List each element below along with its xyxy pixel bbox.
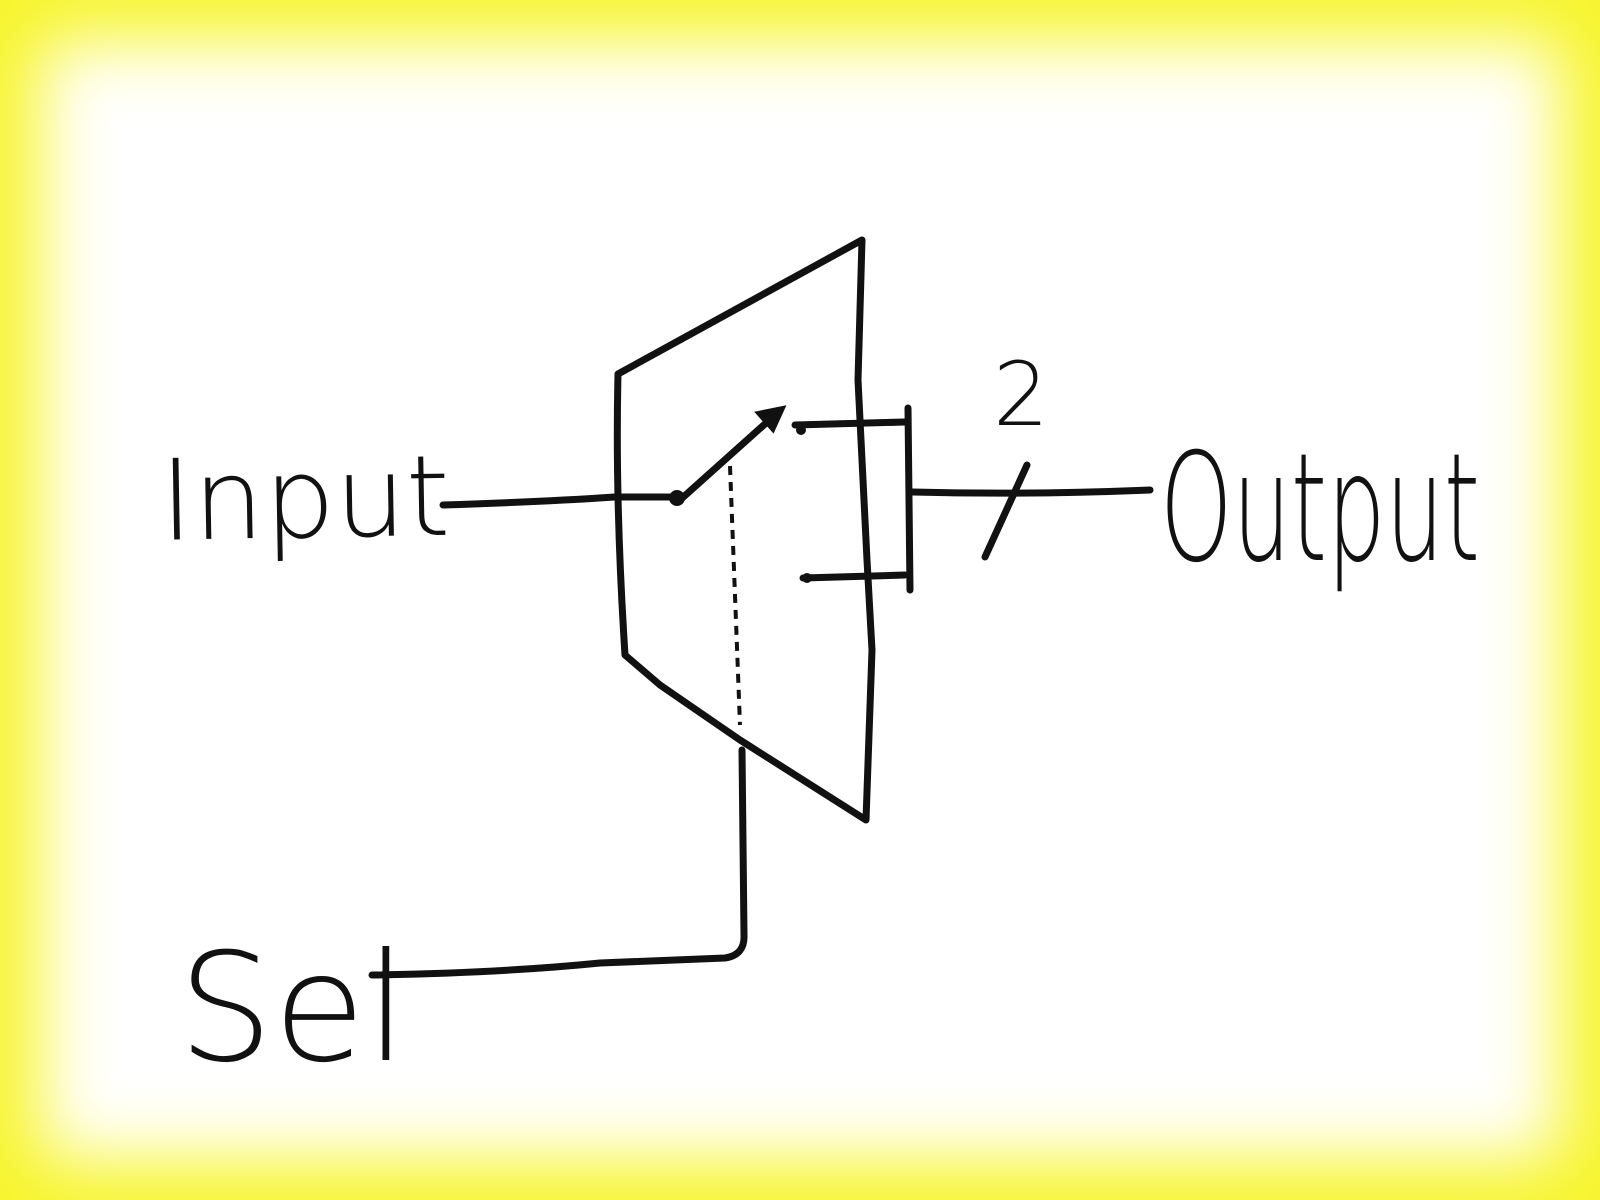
select-label: Sel [178,922,407,1096]
bus-width-slash [981,461,1031,561]
terminal-lower-line [799,571,909,582]
input-wire [439,493,681,509]
select-link-dashed [728,465,742,726]
bus-width-label: 2 [993,343,1049,446]
terminal-upper-line [791,418,909,429]
switch-arm [676,411,779,504]
switch-arrowhead [754,405,787,434]
mux-body [613,236,876,824]
output-label: Output [1160,422,1480,596]
input-label: Input [159,432,451,567]
bus-bar [904,404,914,594]
output-wire [908,486,1154,497]
select-wire [368,746,748,979]
